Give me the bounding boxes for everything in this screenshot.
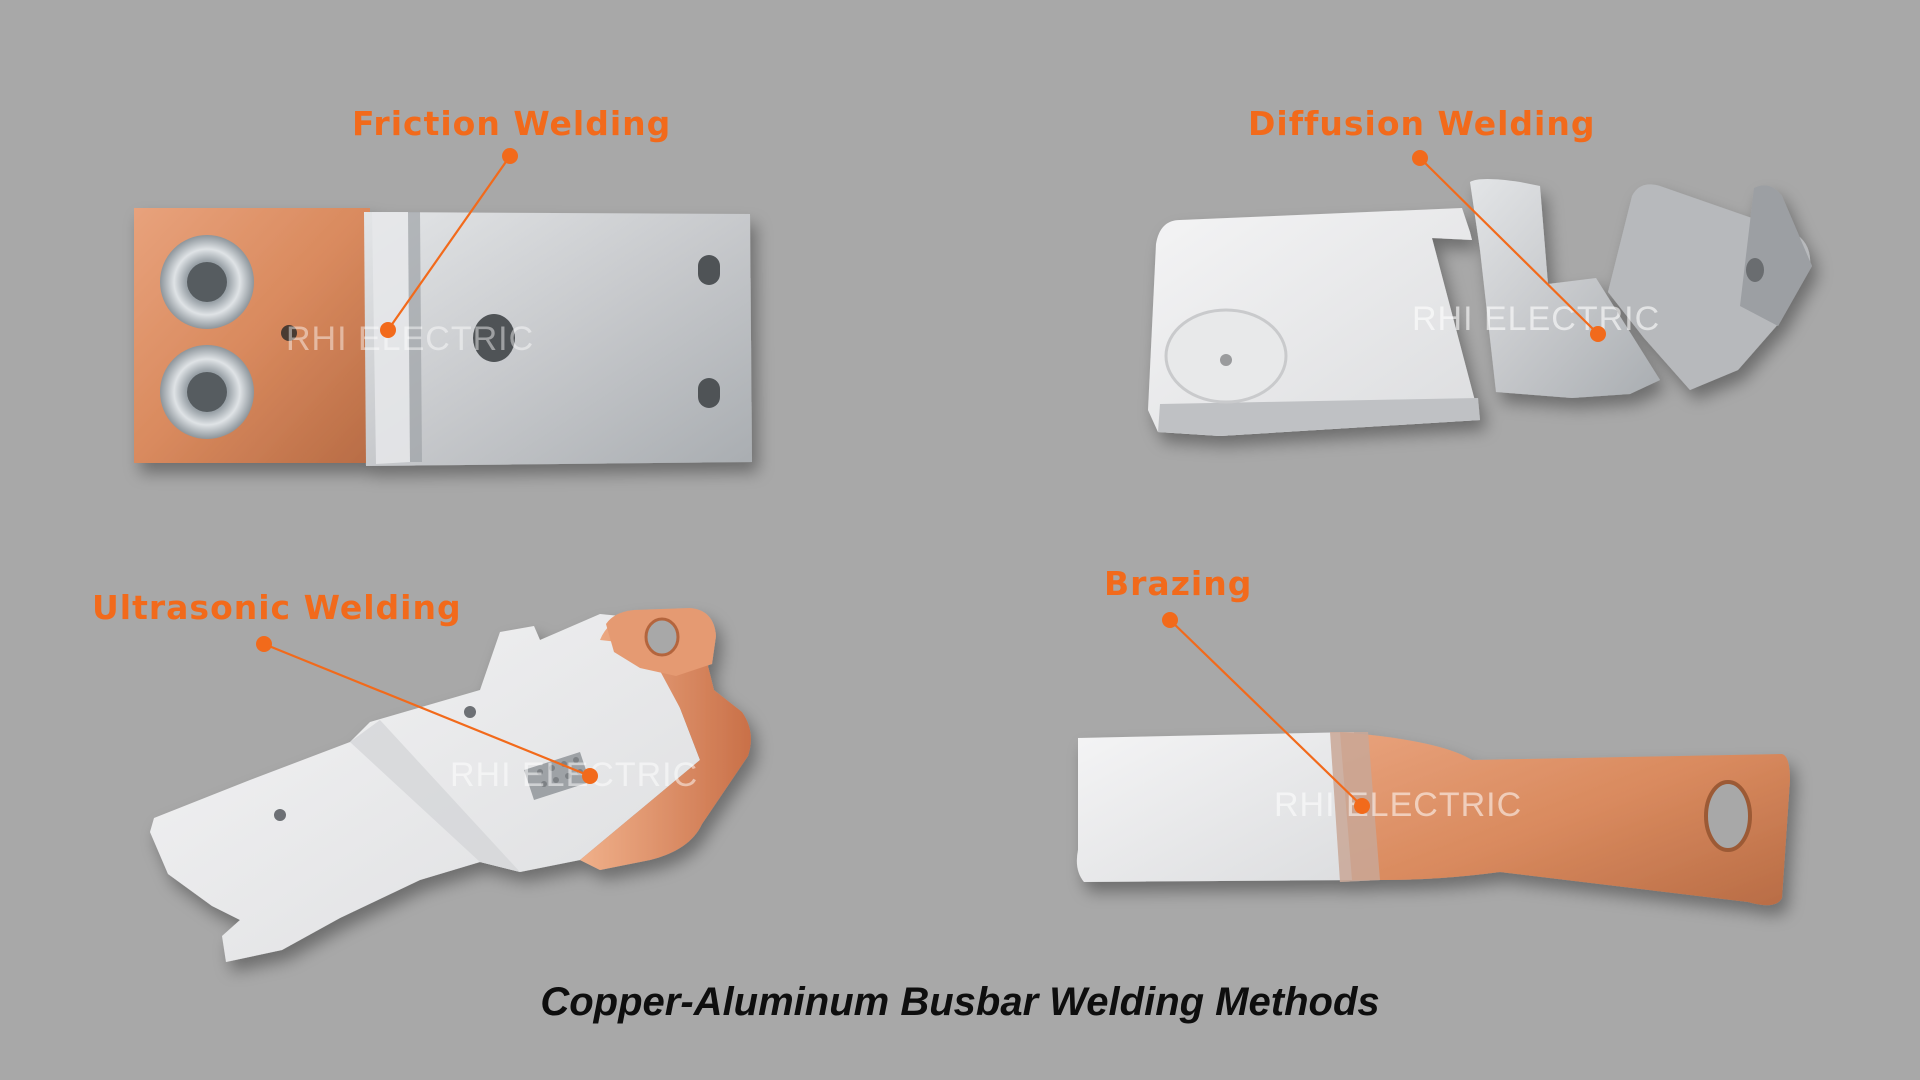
leader-diffusion xyxy=(1419,157,1599,335)
leader-brazing xyxy=(1169,619,1363,807)
aluminum-section xyxy=(364,212,752,466)
nut-bottom-hole xyxy=(187,372,227,412)
brazing-busbar xyxy=(1076,732,1790,906)
ultrasonic-welding-busbar xyxy=(150,608,751,962)
label-brazing: Brazing xyxy=(1104,564,1253,603)
marker-diffusion-start xyxy=(1412,150,1428,166)
slot-bottom xyxy=(698,378,720,408)
watermark-friction: RHI ELECTRIC xyxy=(286,320,534,358)
aluminum-section xyxy=(1076,732,1362,882)
marker-friction-start xyxy=(502,148,518,164)
label-friction-welding: Friction Welding xyxy=(352,104,672,143)
copper-tab-hole xyxy=(644,617,680,657)
friction-welding-busbar xyxy=(134,208,752,466)
tab-hole xyxy=(1746,258,1764,282)
marker-ultrasonic-end xyxy=(582,768,598,784)
plate-hole-left xyxy=(274,809,286,821)
label-ultrasonic-welding: Ultrasonic Welding xyxy=(92,588,462,627)
marker-brazing-end xyxy=(1354,798,1370,814)
plate-shadow xyxy=(1158,398,1480,436)
copper-tab xyxy=(580,610,751,870)
copper-section xyxy=(1340,732,1790,906)
bend-highlight xyxy=(372,212,410,464)
diffusion-welding-busbar xyxy=(1148,179,1812,436)
marker-diffusion-end xyxy=(1590,326,1606,342)
dimple-hole xyxy=(1220,354,1232,366)
nut-top-hole xyxy=(187,262,227,302)
small-hole xyxy=(281,325,297,341)
watermark-ultrasonic: RHI ELECTRIC xyxy=(450,756,698,794)
marker-ultrasonic-start xyxy=(256,636,272,652)
leader-ultrasonic xyxy=(263,642,591,778)
watermark-diffusion: RHI ELECTRIC xyxy=(1412,300,1660,338)
marker-brazing-start xyxy=(1162,612,1178,628)
marker-friction-end xyxy=(380,322,396,338)
watermark-brazing: RHI ELECTRIC xyxy=(1274,786,1522,824)
raised-step xyxy=(1470,179,1660,398)
upright-face xyxy=(1740,185,1812,326)
slot-top xyxy=(698,255,720,285)
center-hole xyxy=(473,314,515,362)
label-diffusion-welding: Diffusion Welding xyxy=(1248,104,1596,143)
plate-bend xyxy=(350,720,520,872)
caption: Copper-Aluminum Busbar Welding Methods xyxy=(540,980,1380,1024)
copper-hole xyxy=(1704,780,1752,852)
weld-pattern xyxy=(524,752,590,800)
bend-shadow xyxy=(408,212,422,462)
leader-friction xyxy=(387,155,511,331)
plate-hole-right xyxy=(464,706,476,718)
